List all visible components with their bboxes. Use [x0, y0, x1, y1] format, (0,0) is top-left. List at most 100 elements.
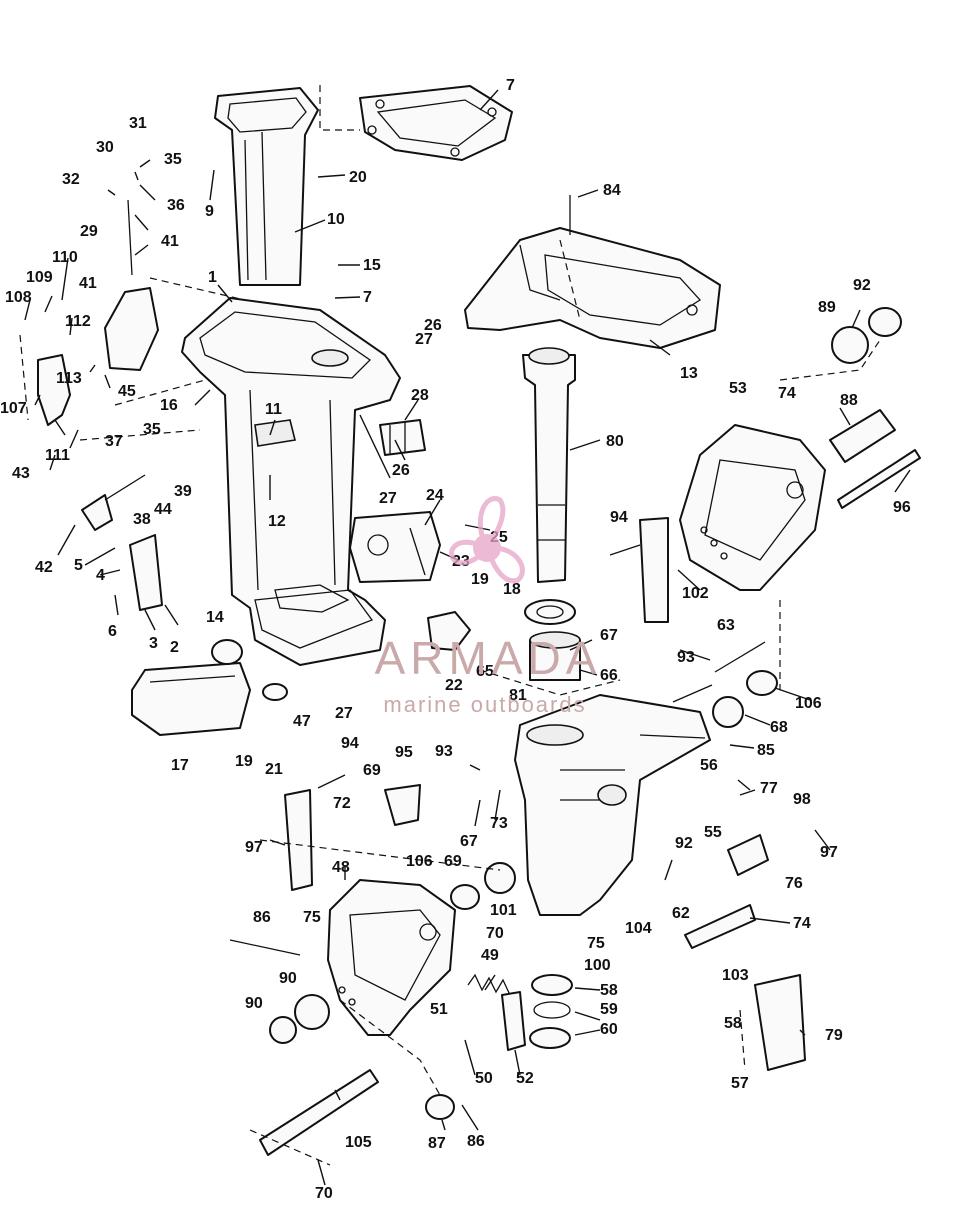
- part-steering-arm: [464, 227, 721, 349]
- part-small-housing: [427, 611, 471, 651]
- callout-56: 57: [731, 1075, 749, 1092]
- callout-97: 97: [245, 839, 263, 856]
- callout-85: 86: [467, 1133, 485, 1150]
- callout-6: 6: [108, 623, 117, 640]
- callout-58: 58: [600, 982, 618, 999]
- callout-105: 105: [345, 1134, 372, 1151]
- callout-77: 77: [760, 780, 778, 797]
- callout-109: 109: [26, 269, 53, 286]
- callout-22: 21: [265, 761, 283, 778]
- callout-38: 38: [133, 511, 151, 528]
- part-pin-93-right: [672, 684, 713, 703]
- part-bracket-111: [37, 354, 71, 426]
- guide-lines: [19, 85, 881, 1166]
- part-lever-52: [501, 991, 526, 1051]
- part-washer-63: [524, 599, 576, 625]
- callout-54: 55: [704, 824, 722, 841]
- part-plug: [211, 639, 243, 665]
- callout-labels: 7 20 10 9 15 7 1 84 13 80 16 11 12 28 26…: [0, 77, 911, 1202]
- part-plate-11: [254, 419, 296, 447]
- part-stern-bracket-right: [679, 424, 826, 591]
- callout-49: 49: [481, 947, 499, 964]
- callout-75: 75: [587, 935, 605, 952]
- callout-24: 24: [426, 487, 444, 504]
- part-bushing-67-left: [484, 862, 516, 894]
- callout-12: 12: [268, 513, 286, 530]
- callout-15: 15: [363, 257, 381, 274]
- callout-95: 95: [395, 744, 413, 761]
- callout-26a: 26: [424, 317, 442, 334]
- callout-11: 11: [265, 401, 282, 418]
- part-link-102: [639, 517, 669, 623]
- callout-76: 76: [785, 875, 803, 892]
- callout-88a: 89: [818, 299, 836, 316]
- callout-14: 14: [206, 609, 224, 626]
- callout-41: 41: [79, 275, 97, 292]
- callout-44: 44: [154, 501, 172, 518]
- watermark: ARMADA marine outboards: [375, 496, 596, 717]
- part-tube-87: [829, 409, 896, 463]
- callout-72: 73: [490, 815, 508, 832]
- callout-90: 90: [245, 995, 263, 1012]
- callout-5: 5: [74, 557, 83, 574]
- callout-108: 108: [5, 289, 32, 306]
- callout-57: 58: [724, 1015, 742, 1032]
- part-bracket-plate: [349, 511, 441, 583]
- part-ring-58: [531, 974, 573, 996]
- part-bolt-94-left: [317, 774, 346, 789]
- part-steering-tube: [522, 347, 576, 583]
- callout-102: 102: [682, 585, 709, 602]
- part-bushing-67-right: [712, 696, 744, 728]
- part-ring-59: [533, 1001, 571, 1019]
- callout-94b: 94: [341, 735, 359, 752]
- callout-27b: 27: [379, 490, 397, 507]
- part-swivel-bracket: [514, 694, 711, 916]
- part-cover-plate: [131, 662, 251, 736]
- callout-62: 63: [717, 617, 735, 634]
- part-shaft-38: [81, 474, 146, 531]
- callout-64: 66: [600, 667, 618, 684]
- callout-37: 37: [105, 433, 123, 450]
- callout-20: 22: [445, 677, 463, 694]
- callout-60: 60: [600, 1021, 618, 1038]
- callout-80: 81: [509, 687, 527, 704]
- callout-86: 87: [428, 1135, 446, 1152]
- callout-27c: 27: [335, 705, 353, 722]
- part-nut-88-right: [831, 326, 869, 364]
- callout-67a: 68: [770, 719, 788, 736]
- watermark-tagline: marine outboards: [383, 692, 586, 717]
- part-lever-76: [727, 834, 769, 876]
- callout-53: 53: [729, 380, 747, 397]
- callout-67b: 69: [444, 853, 462, 870]
- part-rod-96: [837, 449, 921, 509]
- part-spring-49: [467, 973, 511, 996]
- callout-16: 16: [160, 397, 178, 414]
- callout-42: 42: [35, 559, 53, 576]
- part-washer-106-right: [746, 670, 778, 696]
- callout-13: 13: [680, 365, 698, 382]
- callout-112: 112: [65, 313, 91, 330]
- callout-10: 10: [327, 211, 345, 228]
- callout-71: 72: [333, 795, 351, 812]
- callout-98: 97: [820, 844, 838, 861]
- callout-92: 92: [675, 835, 693, 852]
- callout-43: 43: [12, 465, 30, 482]
- callout-93a: 93: [677, 649, 695, 666]
- callout-103: 103: [722, 967, 749, 984]
- part-exhaust-housing: [181, 297, 401, 666]
- callout-35: 35: [143, 421, 161, 438]
- callout-104: 104: [625, 920, 652, 937]
- part-cap-89: [868, 307, 902, 337]
- callout-70: 70: [486, 925, 504, 942]
- callout-36: 41: [161, 233, 179, 250]
- callout-32: 32: [62, 171, 80, 188]
- callout-113: 113: [56, 370, 82, 387]
- callout-74: 74: [793, 915, 811, 932]
- callout-3: 3: [149, 635, 158, 652]
- callout-111: 111: [45, 447, 70, 464]
- callout-1: 1: [208, 269, 217, 286]
- part-washer-106-left: [450, 884, 480, 910]
- callout-66: 67: [600, 627, 618, 644]
- callout-100: 100: [584, 957, 611, 974]
